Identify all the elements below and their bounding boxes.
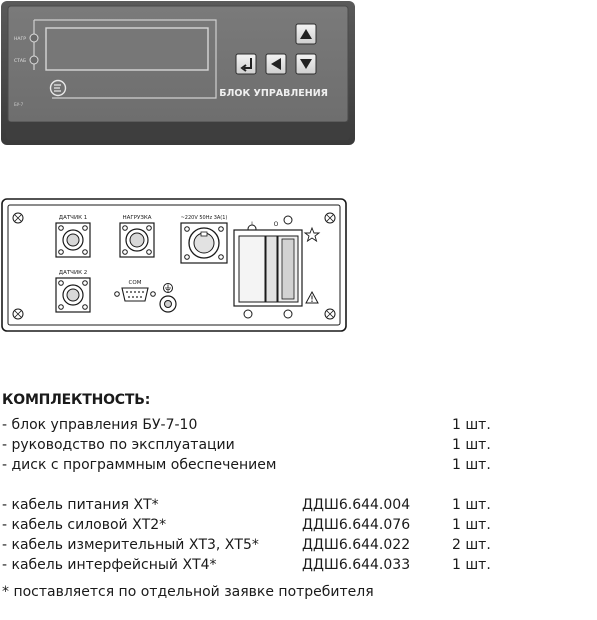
indicator-stab-led — [29, 55, 39, 65]
switch-mark-on: I — [251, 221, 253, 228]
warning-icon — [305, 290, 319, 304]
sensor1-connector — [55, 222, 91, 258]
item-qty: 1 шт. — [452, 517, 491, 533]
list-item: - кабель измерительный ХТ3, ХТ5* ДДШ6.64… — [2, 537, 597, 557]
enter-arrow-icon — [240, 58, 252, 72]
item-name: - блок управления БУ-7-10 — [2, 417, 198, 433]
item-name: - кабель интерфейсный ХТ4* — [2, 557, 217, 573]
indicator-label-stab: СТАБ — [14, 58, 26, 64]
triangle-down-icon — [300, 59, 312, 69]
list-item: - кабель силовой ХТ2* ДДШ6.644.076 1 шт. — [2, 517, 597, 537]
kit-title: КОМПЛЕКТНОСТЬ: — [2, 392, 151, 408]
connector-label-com: COM — [129, 280, 142, 286]
power-connector — [180, 222, 228, 264]
item-qty: 1 шт. — [452, 417, 491, 433]
item-qty: 1 шт. — [452, 557, 491, 573]
star-icon — [303, 226, 321, 243]
list-item: - диск с программным обеспечением 1 шт. — [2, 457, 597, 477]
connector-label-sensor1: ДАТЧИК 1 — [59, 215, 87, 221]
item-name: - руководство по эксплуатации — [2, 437, 235, 453]
up-button[interactable] — [295, 23, 317, 45]
item-name: - кабель измерительный ХТ3, ХТ5* — [2, 537, 259, 553]
front-panel: НАГР СТАБ БУ-7 БЛОК УПРАВЛЕНИЯ — [1, 1, 355, 145]
rear-panel: ДАТЧИК 1 НАГРУЗКА ~220V 50Hz 3А(1) ДАТЧИ… — [1, 198, 347, 332]
footnote: * поставляется по отдельной заявке потре… — [2, 584, 374, 600]
rear-inner-frame — [7, 204, 341, 326]
display-window — [45, 27, 209, 71]
screw-icon — [283, 309, 293, 319]
item-code: ДДШ6.644.022 — [302, 537, 411, 553]
indicator-load-led — [29, 33, 39, 43]
triangle-left-icon — [271, 58, 281, 70]
item-code: ДДШ6.644.033 — [302, 557, 411, 573]
item-code: ДДШ6.644.004 — [302, 497, 411, 513]
indicator-label-load: НАГР — [14, 36, 26, 42]
item-code: ДДШ6.644.076 — [302, 517, 411, 533]
list-item: - руководство по эксплуатации 1 шт. — [2, 437, 597, 457]
item-qty: 1 шт. — [452, 497, 491, 513]
enter-button[interactable] — [235, 53, 257, 75]
panel-title: БЛОК УПРАВЛЕНИЯ — [219, 88, 328, 99]
logo-icon — [49, 79, 67, 97]
ground-terminal-icon — [159, 283, 177, 313]
item-name: - кабель питания ХТ* — [2, 497, 159, 513]
item-qty: 1 шт. — [452, 437, 491, 453]
list-item: - кабель питания ХТ* ДДШ6.644.004 1 шт. — [2, 497, 597, 517]
screw-icon — [283, 215, 293, 225]
item-name: - кабель силовой ХТ2* — [2, 517, 167, 533]
triangle-up-icon — [300, 29, 312, 39]
switch-mark-off: O — [274, 221, 279, 228]
item-name: - диск с программным обеспечением — [2, 457, 277, 473]
item-qty: 2 шт. — [452, 537, 491, 553]
screw-icon — [243, 309, 253, 319]
load-connector — [119, 222, 155, 258]
connector-label-load: НАГРУЗКА — [122, 215, 151, 221]
connector-label-power: ~220V 50Hz 3А(1) — [181, 215, 228, 221]
down-button[interactable] — [295, 53, 317, 75]
list-item: - блок управления БУ-7-10 1 шт. — [2, 417, 597, 437]
sensor2-connector — [55, 277, 91, 313]
item-qty: 1 шт. — [452, 457, 491, 473]
model-mark: БУ-7 — [14, 102, 24, 107]
com-port — [114, 287, 156, 302]
connector-label-sensor2: ДАТЧИК 2 — [59, 270, 87, 276]
left-button[interactable] — [265, 53, 287, 75]
power-switch[interactable] — [233, 229, 303, 307]
list-item: - кабель интерфейсный ХТ4* ДДШ6.644.033 … — [2, 557, 597, 577]
